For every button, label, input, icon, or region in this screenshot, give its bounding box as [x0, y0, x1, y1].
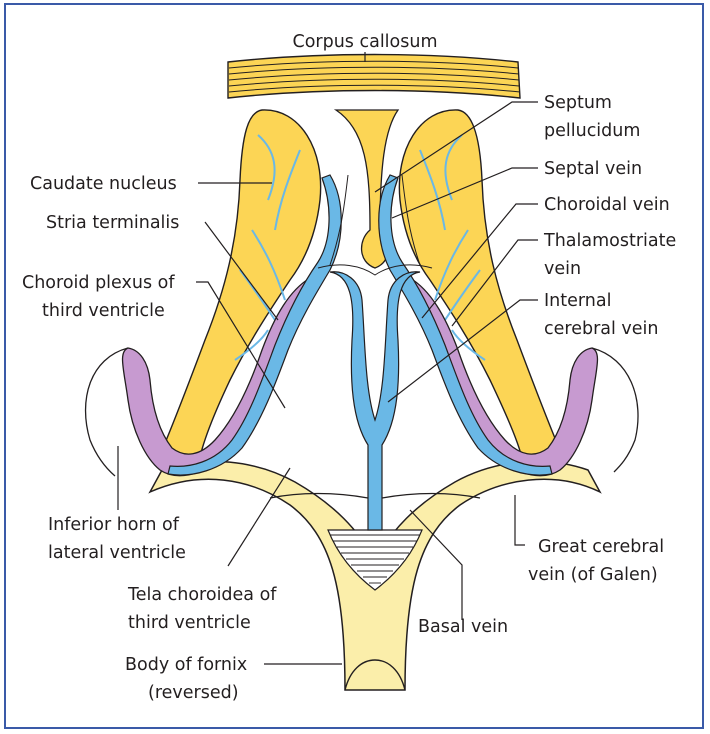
left-horn-outline — [86, 348, 128, 476]
right-horn-outline — [592, 348, 638, 472]
label-septum-pellucidum-1: Septum — [544, 93, 612, 113]
label-tela-choroidea-1: Tela choroidea of — [127, 585, 277, 605]
label-choroid-plexus-2: third ventricle — [42, 301, 165, 321]
label-choroidal-vein: Choroidal vein — [544, 195, 670, 215]
label-tela-choroidea-2: third ventricle — [128, 613, 251, 633]
label-internal-cerebral-2: cerebral vein — [544, 319, 659, 339]
internal-cerebral-veins — [330, 272, 420, 530]
label-caudate-nucleus: Caudate nucleus — [30, 174, 177, 194]
label-basal-vein: Basal vein — [418, 617, 508, 637]
label-great-cerebral-vein-2: vein (of Galen) — [528, 565, 658, 585]
label-internal-cerebral-1: Internal — [544, 291, 611, 311]
label-inferior-horn-1: Inferior horn of — [48, 515, 180, 535]
label-stria-terminalis: Stria terminalis — [46, 213, 179, 233]
label-septal-vein: Septal vein — [544, 159, 642, 179]
label-septum-pellucidum-2: pellucidum — [544, 121, 640, 141]
label-choroid-plexus-1: Choroid plexus of — [22, 273, 175, 293]
label-corpus-callosum: Corpus callosum — [292, 32, 437, 52]
label-thalamostriate-1: Thalamostriate — [543, 231, 676, 251]
label-thalamostriate-2: vein — [544, 259, 581, 279]
label-inferior-horn-2: lateral ventricle — [48, 543, 186, 563]
label-body-of-fornix-1: Body of fornix — [125, 655, 247, 675]
label-body-of-fornix-2: (reversed) — [148, 683, 239, 703]
label-great-cerebral-vein-1: Great cerebral — [538, 537, 664, 557]
